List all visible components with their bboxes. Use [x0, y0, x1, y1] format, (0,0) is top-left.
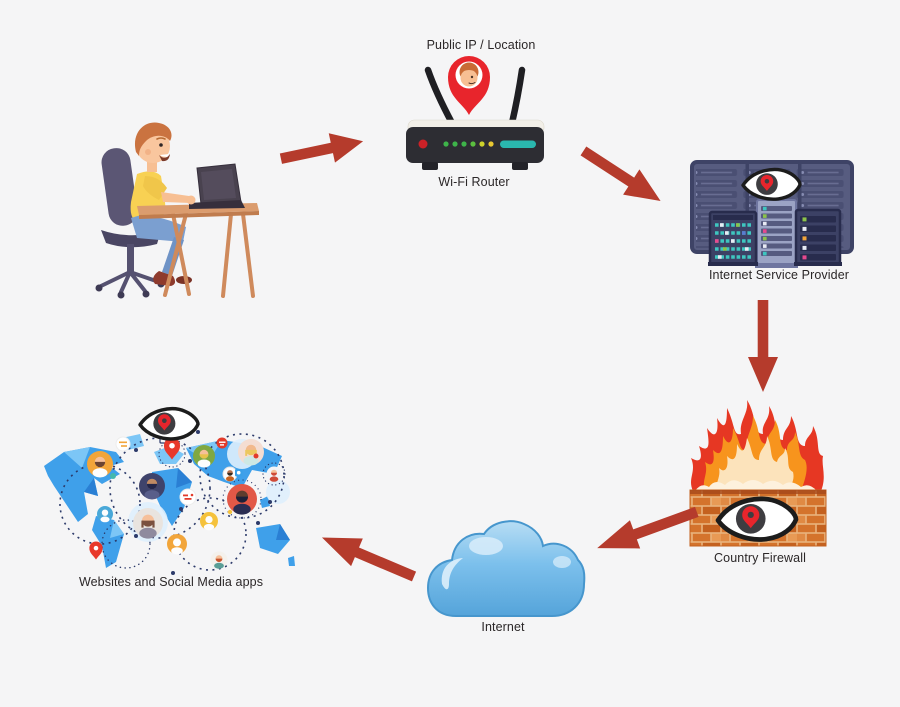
server-tower-right — [794, 208, 842, 266]
avatar — [167, 534, 187, 555]
network-dots — [134, 430, 272, 575]
internet-label: Internet — [481, 620, 525, 634]
red-dot — [253, 453, 259, 459]
wifi-router-icon — [406, 55, 545, 170]
location-pin-with-face-icon — [448, 55, 490, 115]
world-map-social-network-icon — [44, 407, 295, 575]
avatar — [193, 445, 215, 468]
teal-dot — [110, 473, 116, 479]
router-status-leds — [443, 141, 494, 147]
avatar — [139, 473, 165, 500]
avatar — [266, 466, 282, 482]
node-isp — [687, 156, 855, 268]
router-signal-bar — [500, 140, 536, 148]
isp-label: Internet Service Provider — [708, 268, 850, 282]
burning-brick-wall-icon — [689, 400, 827, 547]
mini-badges — [115, 436, 243, 506]
location-pin-icon — [89, 541, 103, 560]
flames — [691, 400, 824, 491]
yellow-dot — [227, 509, 233, 515]
arrow-firewall-to-internet — [592, 498, 702, 562]
server-tower-center — [755, 199, 798, 268]
router-antennas — [424, 66, 526, 127]
node-internet — [422, 516, 587, 624]
avatar — [87, 451, 113, 478]
node-wifi-router — [400, 53, 550, 173]
arrow-user-to-router — [278, 127, 366, 174]
avatar — [133, 508, 163, 539]
node-websites — [38, 392, 296, 584]
person-at-laptop-icon — [95, 122, 259, 299]
avatar — [200, 512, 218, 531]
router-power-led — [418, 139, 428, 149]
person-hand — [186, 195, 196, 205]
surveillance-eye-icon — [138, 407, 200, 441]
cloud-icon — [426, 520, 586, 617]
node-firewall — [683, 398, 830, 550]
avatar — [238, 439, 264, 466]
avatar — [97, 506, 113, 523]
avatar — [227, 484, 257, 515]
server-tower-left — [708, 210, 758, 266]
person-forearm — [161, 192, 191, 203]
office-chair — [95, 148, 165, 299]
public-ip-label: Public IP / Location — [426, 38, 536, 52]
router-label: Wi-Fi Router — [438, 175, 510, 189]
arrow-internet-to-websites — [316, 524, 420, 591]
server-racks-icon — [690, 160, 854, 268]
arrow-router-to-isp — [575, 138, 668, 213]
firewall-label: Country Firewall — [714, 551, 806, 565]
websites-label: Websites and Social Media apps — [78, 575, 264, 589]
avatar — [210, 551, 228, 569]
node-user-device — [85, 110, 260, 300]
avatar — [222, 466, 238, 482]
arrow-isp-to-firewall — [748, 300, 778, 392]
laptop-icon — [189, 163, 245, 209]
